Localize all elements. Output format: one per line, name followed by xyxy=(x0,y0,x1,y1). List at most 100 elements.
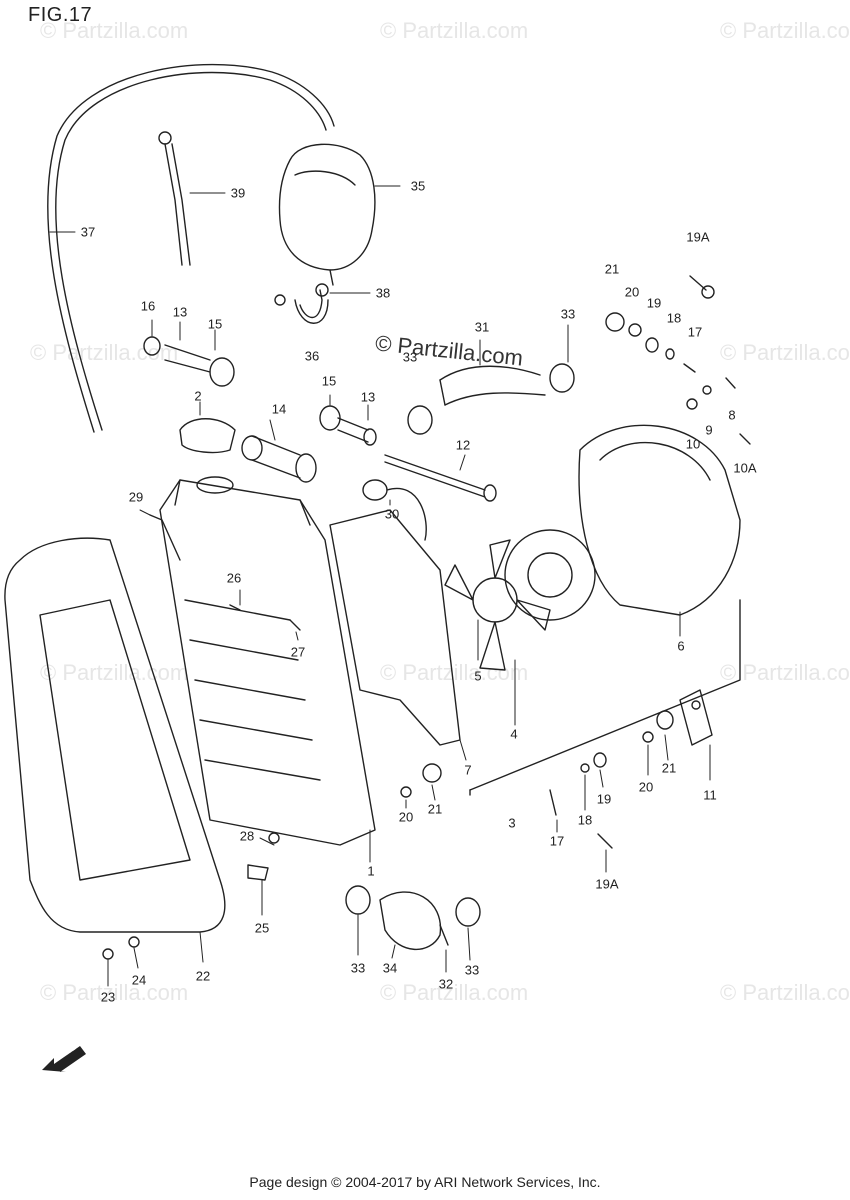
callout-label: 8 xyxy=(728,407,736,423)
part-13-pipe[interactable] xyxy=(337,417,377,446)
part-39-band[interactable] xyxy=(158,131,191,266)
callout-label: 7 xyxy=(464,762,472,778)
part-6-fan-housing[interactable] xyxy=(578,424,741,616)
callout-label: 3 xyxy=(508,815,516,831)
callout-label: 26 xyxy=(226,570,242,586)
callout-label: 6 xyxy=(677,638,685,654)
part-22-radiator-grille[interactable] xyxy=(4,537,226,933)
part-19-washer[interactable] xyxy=(593,752,607,768)
watermark: © Partzilla.com xyxy=(720,660,850,685)
callout-label: 33 xyxy=(402,349,418,365)
part-25-clip[interactable] xyxy=(247,864,269,881)
callout-label: 13 xyxy=(172,304,188,320)
part-33-hose-clamp[interactable] xyxy=(345,885,371,915)
part-33-hose-clamp[interactable] xyxy=(407,405,433,435)
part-4-fan-motor[interactable] xyxy=(504,529,596,621)
callout-label: 12 xyxy=(455,437,471,453)
watermark: © Partzilla.com xyxy=(40,980,189,1005)
part-34-lower-hose[interactable] xyxy=(379,891,442,951)
callout-label: 17 xyxy=(687,324,703,340)
watermark: © Partzilla.com xyxy=(30,340,179,365)
part-31-upper-hose[interactable] xyxy=(439,365,546,406)
part-15-grommet[interactable] xyxy=(209,357,235,387)
part-38-clamp[interactable] xyxy=(274,283,329,306)
part-24-washer[interactable] xyxy=(128,936,140,948)
part-13-pipe[interactable] xyxy=(164,344,211,373)
part-37-overflow-tube[interactable] xyxy=(47,63,335,433)
callout-label: 18 xyxy=(666,310,682,326)
part-32-pipe[interactable] xyxy=(439,924,449,946)
part-9-washer[interactable] xyxy=(702,385,712,395)
part-14-inlet-pipe[interactable] xyxy=(241,435,317,483)
callout-label: 17 xyxy=(549,833,565,849)
callout-label: 24 xyxy=(131,972,147,988)
watermark: © Partzilla.com xyxy=(40,660,189,685)
part-21-cushion[interactable] xyxy=(422,763,442,783)
callout-label: 33 xyxy=(350,960,366,976)
part-10A-bolt[interactable] xyxy=(739,433,751,445)
callout-label: 11 xyxy=(703,787,717,803)
callout-label: 23 xyxy=(100,989,116,1005)
callout-label: 19 xyxy=(596,791,612,807)
part-21-cushion[interactable] xyxy=(605,312,625,332)
part-18-washer[interactable] xyxy=(665,348,675,360)
callout-label: 34 xyxy=(382,960,398,976)
watermark: © Partzilla.com xyxy=(40,18,189,43)
part-26-radiator-core[interactable] xyxy=(229,604,241,611)
part-16-cap[interactable] xyxy=(143,336,161,356)
callout-label: 22 xyxy=(195,968,211,984)
callout-label: 16 xyxy=(140,298,156,314)
part-19-washer[interactable] xyxy=(645,337,659,353)
part-27-bolt[interactable] xyxy=(289,619,301,631)
part-21-cushion[interactable] xyxy=(656,710,674,730)
callout-label: 1 xyxy=(367,863,375,879)
callout-label: 33 xyxy=(464,962,480,978)
callout-label: 32 xyxy=(438,976,454,992)
part-7-fan-shroud[interactable] xyxy=(329,509,461,746)
part-2-radiator-cap[interactable] xyxy=(179,418,236,454)
part-35-reservoir-tank[interactable] xyxy=(278,143,376,286)
part-10-washer[interactable] xyxy=(686,398,698,410)
watermark: © Partzilla.com xyxy=(720,980,850,1005)
callout-label: 15 xyxy=(207,316,223,332)
callout-label: 19A xyxy=(686,229,710,245)
part-8-bolt[interactable] xyxy=(725,377,736,389)
watermark: © Partzilla.com xyxy=(380,18,529,43)
callout-label: 4 xyxy=(510,726,518,742)
callout-label: 30 xyxy=(384,506,400,522)
leader-lines xyxy=(49,185,711,987)
part-17-bolt[interactable] xyxy=(549,789,557,816)
callout-label: 39 xyxy=(230,185,246,201)
callout-label: 21 xyxy=(604,261,620,277)
part-20-collar[interactable] xyxy=(628,323,642,337)
part-20-collar[interactable] xyxy=(400,786,412,798)
callout-label: 19A xyxy=(595,876,619,892)
part-33-hose-clamp[interactable] xyxy=(455,897,481,927)
callout-label: 21 xyxy=(427,801,443,817)
callout-label: 10A xyxy=(733,460,757,476)
callout-label: 15 xyxy=(321,373,337,389)
watermark: © Partzilla.com xyxy=(720,340,850,365)
part-12-bolt[interactable] xyxy=(384,454,497,502)
part-11-bracket[interactable] xyxy=(679,689,713,746)
callout-label: 29 xyxy=(128,489,144,505)
part-36-hose[interactable] xyxy=(294,289,329,324)
part-28-bolt[interactable] xyxy=(268,832,280,844)
part-1-radiator[interactable] xyxy=(159,476,376,846)
figure-title: FIG.17 xyxy=(28,4,93,26)
part-20-collar[interactable] xyxy=(642,731,654,743)
part-18-washer[interactable] xyxy=(580,763,590,773)
part-29-side-plate[interactable] xyxy=(149,514,181,561)
part-19A-bolt[interactable] xyxy=(597,833,613,849)
part-19A-bolt[interactable] xyxy=(689,275,715,299)
part-30-thermo-switch[interactable] xyxy=(362,479,427,541)
part-15-grommet[interactable] xyxy=(319,405,341,431)
callout-label: 33 xyxy=(560,306,576,322)
part-23-screw[interactable] xyxy=(102,948,114,960)
part-17-bolt[interactable] xyxy=(683,363,696,373)
watermark: © Partzilla.com xyxy=(380,980,529,1005)
part-33-hose-clamp[interactable] xyxy=(549,363,575,393)
callout-label: 35 xyxy=(410,178,426,194)
callout-label: 28 xyxy=(239,828,255,844)
